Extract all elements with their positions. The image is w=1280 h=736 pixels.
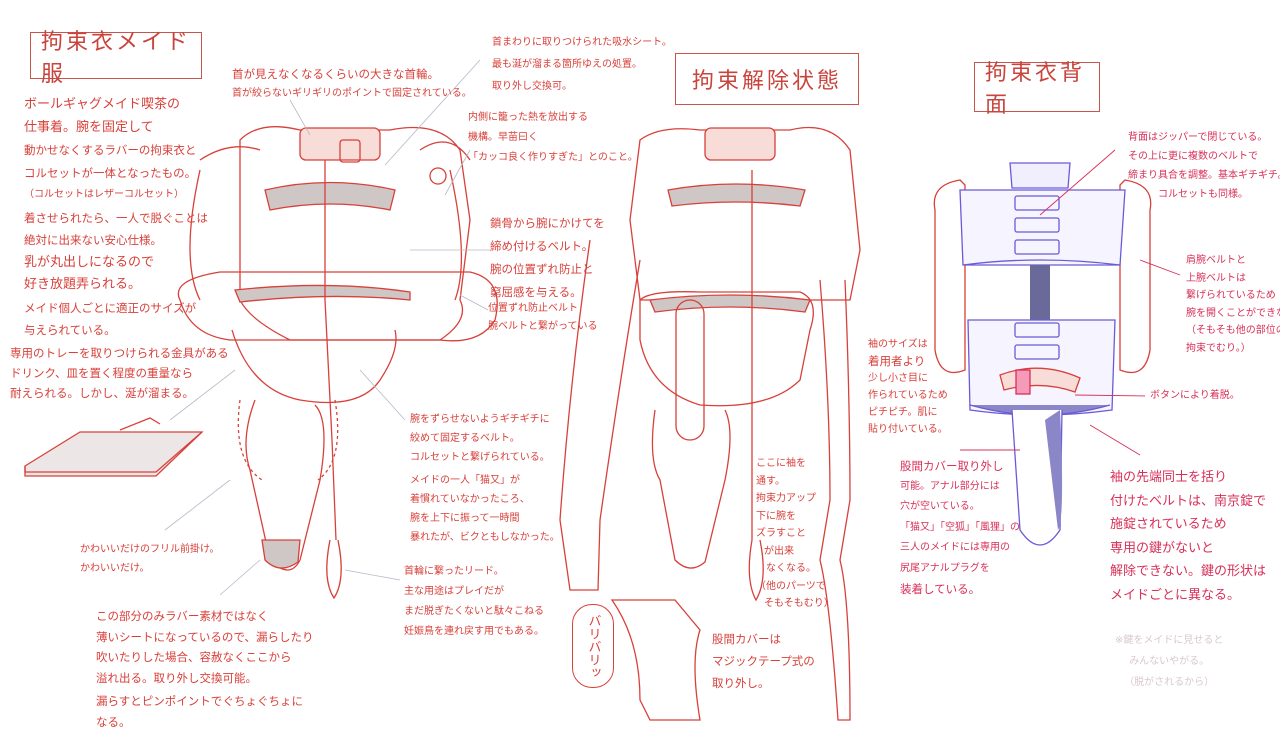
note-crotch-cover: 股間カバー取り外し可能。アナル部分には穴が空いている。「猫又」「空狐」「風狸」の… (900, 459, 1020, 596)
note-crotch-velcro: 股間カバーはマジックテープ式の取り外し。 (712, 632, 815, 690)
note-sleeve-here: ここに袖を通す。拘束力アップ下に腕をズラすことが出来なくなる。（他のパーツでそも… (756, 458, 834, 609)
velcro-sound-bubble: バリバリッ (572, 604, 614, 688)
note-sleeve-size: 袖のサイズは着用者より少し小さ目に作られているためピチピチ。肌に貼り付いている。 (868, 339, 948, 435)
note-shoulder-belt: 肩腕ベルトと上腕ベルトは繋げられているため腕を開くことができない。（そもそも他の… (1186, 255, 1280, 354)
front-straitjacket-figure (177, 126, 498, 600)
released-figure (559, 126, 861, 721)
note-back-zip: 背面はジッパーで閉じている。その上に更に複数のベルトで締まり具合を調整。基本ギチ… (1128, 132, 1280, 200)
note-shift-belt: 位置ずれ防止ベルト腕ベルトと繋がっている (488, 303, 598, 332)
title-released: 拘束解除状態 (675, 53, 859, 105)
note-sheet: この部分のみラバー素材ではなく薄いシートになっているので、漏らしたり吹いたりした… (96, 609, 314, 729)
title-front: 拘束衣メイド服 (30, 30, 202, 87)
title-back: 拘束衣背面 (974, 61, 1100, 118)
note-collar: 首が見えなくなるくらいの大きな首輪。首が絞らないギリギリのポイントで固定されてい… (232, 67, 472, 99)
tray-drawing (24, 417, 204, 477)
note-aside: ※鍵をメイドに見せるとみんないやがる。（脱がされるから） (1115, 635, 1224, 688)
note-button: ボタンにより着脱。 (1150, 390, 1240, 401)
note-intro: ボールギャグメイド喫茶の仕事着。腕を固定して動かせなくするラバーの拘束衣とコルセ… (24, 97, 208, 337)
back-figure (933, 162, 1152, 546)
note-heat-vent: 内側に籠った熱を放出する機構。早苗曰く「カッコ良く作りすぎた」とのこと。 (468, 112, 638, 163)
note-clavicle-belt: 鎖骨から腕にかけてを締め付けるベルト。腕の位置ずれ防止と窮屈感を与える。 (490, 216, 605, 299)
note-arm-belt: 腕をずらせないようギチギチに絞めて固定するベルト。コルセットと繋げられている。 … (410, 414, 560, 543)
note-lead: 首輪に繋ったリード。主な用途はプレイだがまだ脱ぎたくないと駄々こねる妊娠鳥を連れ… (404, 566, 544, 637)
leader-lines (164, 59, 490, 596)
note-frill: かわいいだけのフリル前掛け。かわいいだけ。 (80, 544, 220, 574)
note-absorb-sheet: 首まわりに取りつけられた吸水シート。最も涎が溜まる箇所ゆえの処置。取り外し交換可… (492, 37, 672, 92)
note-tray: 専用のトレーを取りつけられる金具があるドリンク、皿を置く程度の重量なら耐えられる… (10, 346, 229, 400)
note-lock: 袖の先端同士を括り付けたベルトは、南京錠で施錠されているため専用の鍵がないと解除… (1110, 470, 1267, 603)
